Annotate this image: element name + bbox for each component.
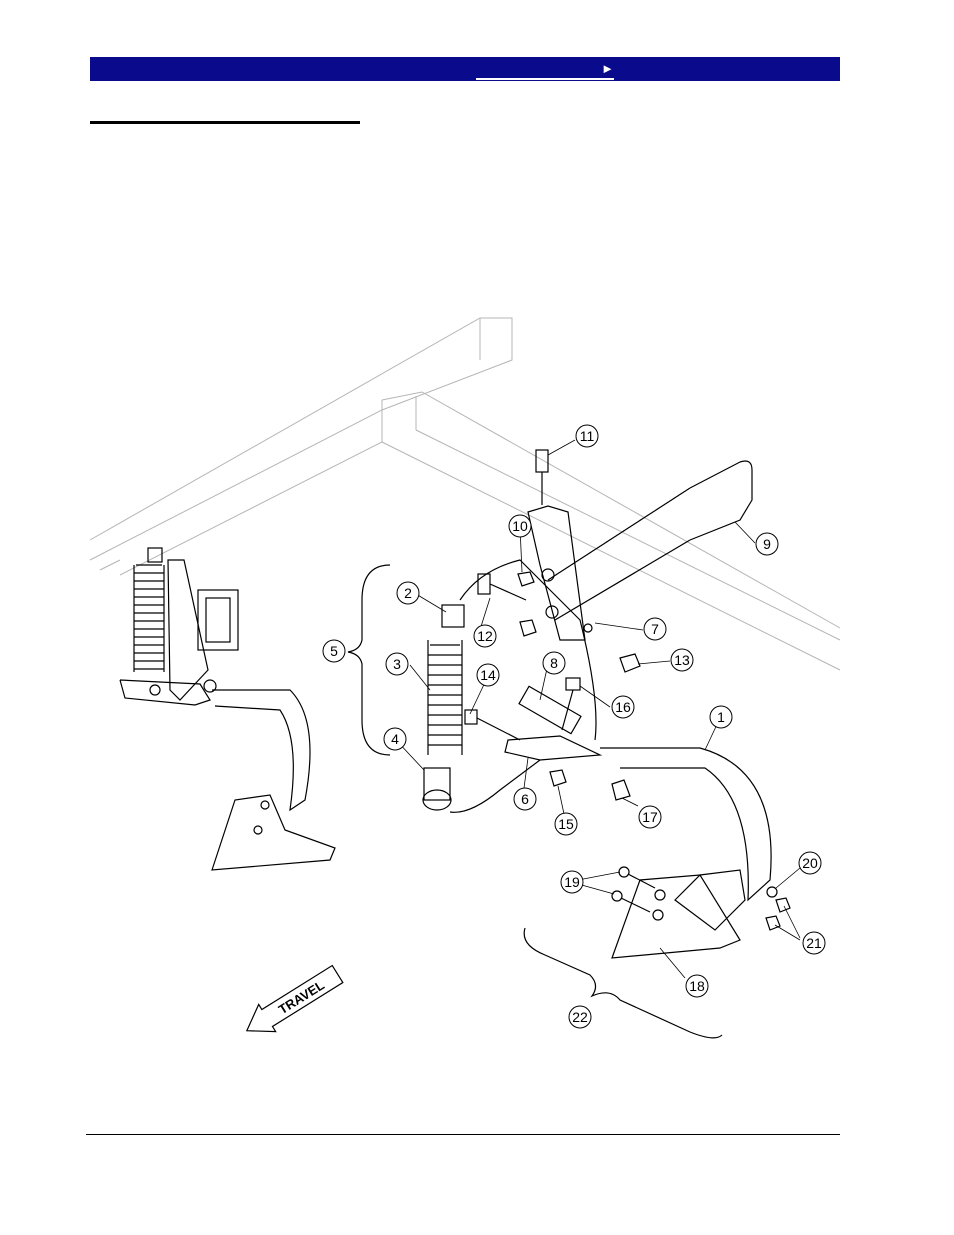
callout-17: 17	[638, 805, 662, 829]
callout-6: 6	[513, 787, 537, 811]
assembled-shank	[119, 547, 336, 871]
callouts: 11 9 10 2 12 7 5 3 8 13 14 16 1 4 6 15 1…	[322, 424, 826, 1029]
footer-rule	[86, 1134, 840, 1135]
parts-diagram: 11 9 10 2 12 7 5 3 8 13 14 16 1 4 6 15 1…	[89, 317, 841, 1039]
svg-text:2: 2	[404, 585, 412, 601]
svg-text:3: 3	[393, 656, 401, 672]
svg-text:8: 8	[550, 655, 558, 671]
arrow-left-icon	[245, 964, 344, 1033]
svg-text:6: 6	[521, 791, 529, 807]
toolbar-frame	[89, 317, 841, 671]
svg-text:4: 4	[391, 731, 399, 747]
callout-19: 19	[560, 870, 584, 894]
svg-text:16: 16	[615, 699, 631, 715]
callout-21: 21	[802, 931, 826, 955]
svg-text:15: 15	[558, 816, 574, 832]
callout-20: 20	[798, 851, 822, 875]
svg-text:11: 11	[580, 428, 595, 444]
callout-18: 18	[685, 974, 709, 998]
callout-2: 2	[396, 581, 420, 605]
svg-text:18: 18	[689, 978, 705, 994]
callout-14: 14	[476, 663, 500, 687]
callout-11: 11	[575, 424, 599, 448]
callout-4: 4	[383, 727, 407, 751]
callout-16: 16	[611, 695, 635, 719]
exploded-parts	[347, 449, 791, 1039]
travel-arrow: TRAVEL	[245, 964, 344, 1033]
svg-text:12: 12	[477, 628, 493, 644]
section-title-underline	[90, 121, 360, 124]
callout-12: 12	[473, 624, 497, 648]
callout-7: 7	[643, 617, 667, 641]
svg-text:9: 9	[763, 536, 771, 552]
callout-1: 1	[709, 705, 733, 729]
svg-text:17: 17	[642, 809, 658, 825]
callout-15: 15	[554, 812, 578, 836]
callout-8: 8	[542, 651, 566, 675]
callout-10: 10	[508, 514, 532, 538]
callout-13: 13	[670, 648, 694, 672]
svg-text:10: 10	[512, 518, 528, 534]
svg-text:22: 22	[572, 1009, 588, 1025]
svg-text:21: 21	[806, 935, 822, 951]
svg-text:1: 1	[717, 709, 725, 725]
callout-3: 3	[385, 652, 409, 676]
header-banner: ►	[90, 57, 840, 81]
svg-text:5: 5	[330, 643, 338, 659]
nav-link[interactable]: ►	[476, 61, 614, 80]
callout-9: 9	[755, 532, 779, 556]
svg-text:7: 7	[651, 621, 659, 637]
svg-text:14: 14	[480, 667, 496, 683]
svg-text:13: 13	[674, 652, 690, 668]
callout-5: 5	[322, 639, 346, 663]
svg-text:19: 19	[564, 874, 580, 890]
callout-22: 22	[568, 1005, 592, 1029]
svg-text:20: 20	[802, 855, 818, 871]
